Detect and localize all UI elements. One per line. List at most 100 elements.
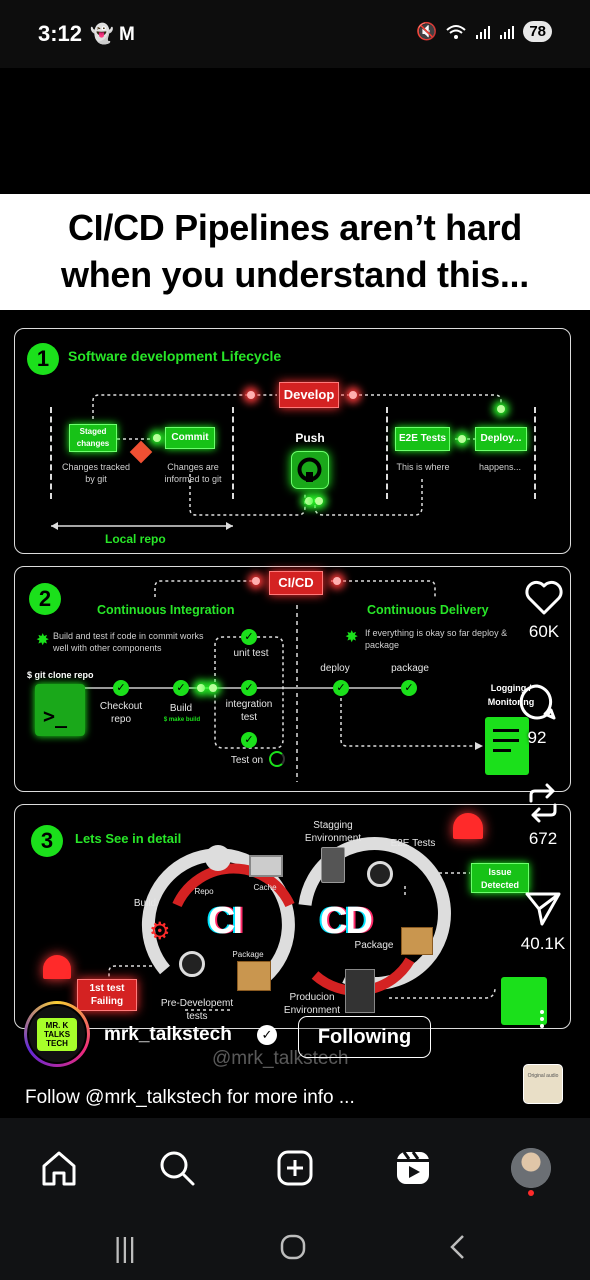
gear-icon: ⚙ bbox=[149, 918, 171, 945]
laptop-icon bbox=[249, 855, 283, 877]
plus-square-icon[interactable] bbox=[275, 1148, 315, 1188]
nav-search[interactable] bbox=[157, 1148, 197, 1188]
note-commit: Changes are informed to git bbox=[164, 462, 222, 484]
status-bar: 3:12 👻 M 🔇 78 bbox=[0, 0, 590, 68]
comment-count: 92 bbox=[527, 728, 547, 747]
deploy-label: deploy bbox=[320, 663, 350, 674]
search-icon[interactable] bbox=[157, 1148, 197, 1188]
status-right: 🔇 78 bbox=[416, 21, 552, 42]
cd-title: Continuous Delivery bbox=[367, 603, 489, 617]
step-number-3: 3 bbox=[31, 825, 63, 857]
test-on-check-icon: ✓ bbox=[241, 732, 257, 748]
local-repo-bound-right bbox=[232, 407, 234, 499]
production-label: Producion Environment bbox=[283, 992, 341, 1016]
headline-line-2: when you understand this... bbox=[61, 254, 529, 295]
cache-label: Cache bbox=[253, 883, 277, 892]
profile-avatar[interactable] bbox=[511, 1148, 551, 1188]
glow-dot bbox=[305, 497, 313, 505]
spinner-icon bbox=[269, 751, 285, 767]
post-media[interactable]: CI/CD Pipelines aren’t hard when you und… bbox=[0, 68, 590, 1118]
video-watermark: @mrk_talkstech bbox=[212, 1048, 349, 1069]
e2e-tests-box: E2E Tests bbox=[395, 427, 450, 451]
glow-dot bbox=[333, 577, 341, 585]
following-button[interactable]: Following bbox=[298, 1016, 431, 1058]
step-number-2: 2 bbox=[29, 583, 61, 615]
glow-dot bbox=[247, 391, 255, 399]
package-check-icon: ✓ bbox=[401, 680, 417, 696]
unit-test-check-icon: ✓ bbox=[241, 629, 257, 645]
local-repo-label: Local repo bbox=[105, 532, 166, 546]
remote-bound-right bbox=[534, 407, 536, 499]
remote-bound-left bbox=[386, 407, 388, 499]
post-caption[interactable]: Follow @mrk_talkstech for more info ... bbox=[25, 1087, 355, 1108]
verified-badge-icon: ✓ bbox=[257, 1025, 277, 1045]
terminal-icon: >_ bbox=[35, 684, 85, 736]
comment-icon[interactable] bbox=[517, 682, 557, 722]
home-system-icon[interactable] bbox=[280, 1234, 306, 1267]
package-label-cd: Package bbox=[354, 940, 394, 951]
build-label-3: Build bbox=[133, 898, 157, 909]
heart-icon[interactable] bbox=[524, 580, 564, 616]
like-action[interactable]: 60K bbox=[509, 580, 579, 642]
box-icon bbox=[401, 927, 433, 955]
github-icon bbox=[291, 451, 329, 489]
panel-ci-cd: 2 CI/CD Continuous Integration Continuou… bbox=[14, 566, 571, 792]
spark-icon: ✸ bbox=[36, 632, 50, 649]
profile-notification-dot bbox=[528, 1190, 534, 1196]
recent-apps-icon[interactable]: ||| bbox=[114, 1232, 136, 1263]
magnifier-icon bbox=[367, 861, 393, 887]
more-options-icon[interactable] bbox=[540, 1010, 546, 1030]
back-icon[interactable] bbox=[448, 1234, 468, 1267]
author-username[interactable]: mrk_talkstech bbox=[104, 1024, 232, 1045]
comment-action[interactable]: 92 bbox=[502, 682, 572, 748]
repost-action[interactable]: 672 bbox=[508, 783, 578, 849]
server-icon bbox=[321, 847, 345, 883]
home-icon[interactable] bbox=[39, 1148, 79, 1188]
github-cat-icon bbox=[205, 845, 231, 871]
panel-detail: 3 Lets See in detail Stagging Environmen… bbox=[14, 804, 571, 1029]
checkout-label: Checkout repo bbox=[99, 701, 143, 725]
post-headline: CI/CD Pipelines aren’t hard when you und… bbox=[0, 204, 590, 298]
nav-create[interactable] bbox=[275, 1148, 315, 1188]
share-action[interactable]: 40.1K bbox=[508, 890, 578, 954]
git-clone-label: $ git clone repo bbox=[27, 670, 94, 680]
author-avatar[interactable]: MR. K TALKS TECH bbox=[24, 1001, 90, 1067]
test-on-label: Test on bbox=[230, 755, 264, 766]
reels-icon[interactable] bbox=[393, 1148, 433, 1188]
glow-dot bbox=[252, 577, 260, 585]
signal-icon bbox=[476, 25, 491, 39]
pre-dev-label: Pre-Developemt tests bbox=[160, 998, 234, 1022]
panel1-title: Software development Lifecycle bbox=[68, 348, 282, 364]
media-letterbox bbox=[0, 68, 590, 194]
nav-home[interactable] bbox=[39, 1148, 79, 1188]
audio-thumbnail[interactable]: Original audio bbox=[523, 1064, 563, 1104]
glow-dot bbox=[349, 391, 357, 399]
note-staged: Changes tracked by git bbox=[61, 462, 131, 484]
cd-logo: CD bbox=[320, 900, 373, 942]
alarm-icon bbox=[453, 813, 483, 839]
note-e2e: This is where bbox=[396, 462, 450, 472]
cicd-box: CI/CD bbox=[269, 571, 323, 595]
e2e-label: E2E Tests bbox=[390, 838, 436, 849]
nav-profile[interactable] bbox=[511, 1148, 551, 1188]
staged-changes-box: Staged changes bbox=[69, 424, 117, 452]
headline-band bbox=[0, 194, 590, 310]
checkout-check-icon: ✓ bbox=[113, 680, 129, 696]
battery-indicator: 78 bbox=[523, 21, 552, 42]
step-number-1: 1 bbox=[27, 343, 59, 375]
glow-dot bbox=[209, 684, 217, 692]
ci-title: Continuous Integration bbox=[97, 603, 235, 617]
share-count: 40.1K bbox=[520, 934, 566, 953]
glow-dot bbox=[497, 405, 505, 413]
build-check-icon: ✓ bbox=[173, 680, 189, 696]
deploy-check-icon: ✓ bbox=[333, 680, 349, 696]
nav-reels[interactable] bbox=[393, 1148, 433, 1188]
send-icon[interactable] bbox=[524, 890, 562, 928]
repost-icon[interactable] bbox=[525, 783, 561, 823]
wifi-icon bbox=[446, 24, 466, 39]
signal-icon bbox=[500, 25, 515, 39]
integration-test-label: integration test bbox=[225, 699, 273, 723]
staging-label: Stagging Environment bbox=[304, 820, 362, 844]
gmail-icon: M bbox=[118, 24, 135, 45]
repost-count: 672 bbox=[528, 829, 558, 848]
